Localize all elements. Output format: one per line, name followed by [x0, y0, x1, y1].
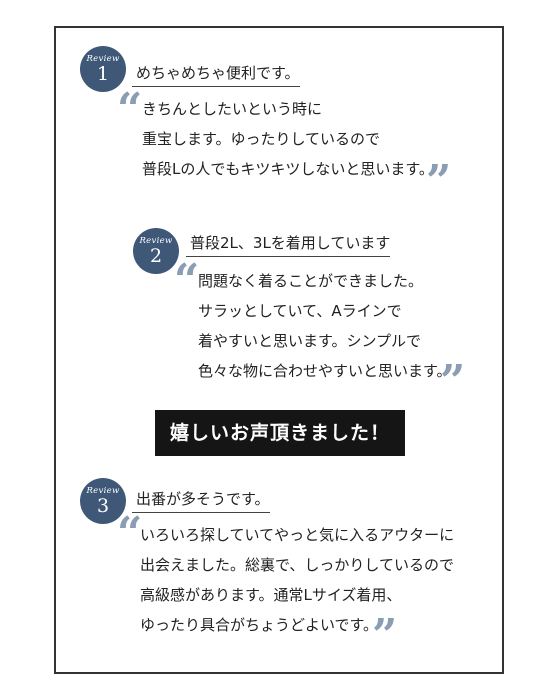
- review-line: 普段Lの人でもキツキツしないと思います。: [142, 160, 434, 178]
- review-line: いろいろ探していてやっと気に入るアウターに: [140, 526, 455, 544]
- review-body: 問題なく着ることができました。 サラッとしていて、Aラインで 着やすいと思います…: [198, 266, 452, 386]
- close-quote-icon: ”: [372, 610, 398, 661]
- praise-banner: 嬉しいお声頂きました！: [155, 410, 405, 456]
- review-number: 3: [96, 495, 110, 517]
- review-line: 色々な物に合わせやすいと思います。: [198, 362, 452, 380]
- review-title: 出番が多そうです。: [132, 488, 270, 513]
- review-body: きちんとしたいという時に 重宝します。ゆったりしているので 普段Lの人でもキツキ…: [142, 94, 434, 184]
- review-body: いろいろ探していてやっと気に入るアウターに 出会えました。総裏で、しっかりしてい…: [140, 520, 454, 640]
- open-quote-icon: “: [117, 508, 143, 559]
- review-number: 2: [149, 245, 163, 267]
- open-quote-icon: “: [117, 84, 143, 135]
- review-badge-label: Review: [86, 54, 120, 64]
- review-line: 問題なく着ることができました。: [198, 272, 424, 290]
- review-number: 1: [96, 63, 110, 85]
- review-badge-1: Review 1: [80, 46, 126, 92]
- close-quote-icon: ”: [426, 156, 452, 207]
- review-badge-label: Review: [86, 486, 120, 496]
- review-badge-3: Review 3: [80, 478, 126, 524]
- review-badge-2: Review 2: [133, 228, 179, 274]
- review-line: きちんとしたいという時に: [142, 100, 323, 118]
- open-quote-icon: “: [174, 255, 200, 306]
- review-badge-label: Review: [139, 236, 173, 246]
- review-frame: [54, 26, 504, 674]
- review-line: 出会えました。総裏で、しっかりしているので: [140, 556, 454, 574]
- review-line: ゆったり具合がちょうどよいです。: [140, 616, 379, 634]
- review-line: 着やすいと思います。シンプルで: [198, 332, 422, 350]
- close-quote-icon: ”: [440, 356, 466, 407]
- review-line: 重宝します。ゆったりしているので: [142, 130, 381, 148]
- review-line: 高級感があります。通常Lサイズ着用、: [140, 586, 402, 604]
- review-line: サラッとしていて、Aラインで: [198, 302, 402, 320]
- review-title: めちゃめちゃ便利です。: [132, 62, 300, 87]
- review-title: 普段2L、3Lを着用しています: [186, 232, 391, 257]
